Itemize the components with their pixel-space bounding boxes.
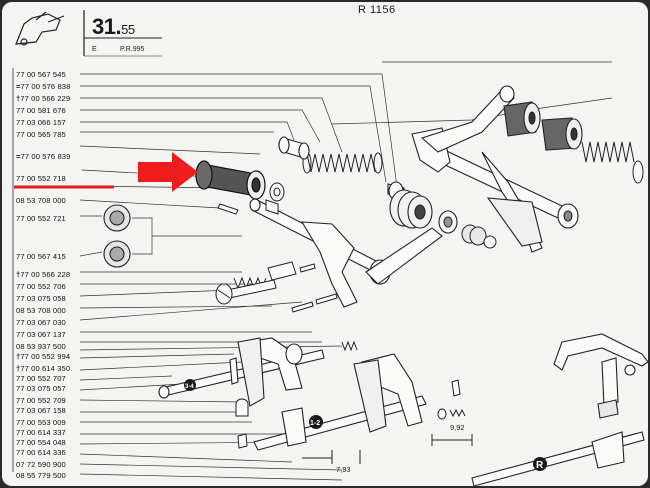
top-reference: R 1156	[358, 4, 396, 16]
gear-12-badge	[309, 415, 323, 429]
page-sub-left: E	[92, 46, 97, 53]
reverse-rod	[471, 431, 645, 486]
part-number-row: 77 00 553 009	[16, 418, 66, 427]
part-number-row: 08 53 937 500	[16, 342, 66, 351]
lever-arm-center	[365, 210, 458, 285]
part-number-row: 77 00 567 545	[16, 70, 66, 79]
gearbox-fork-icon	[15, 11, 65, 46]
castle-nuts-left	[103, 204, 131, 268]
part-number-row: †77 00 614 350	[16, 364, 71, 373]
bolt-mid-left	[215, 261, 297, 305]
highlighted-roller	[195, 160, 266, 200]
gear-labels	[184, 379, 547, 471]
fork-lower-right	[553, 333, 648, 419]
misc-small-lower	[235, 379, 473, 464]
page-number: 31.55	[92, 14, 135, 40]
leader-lines	[79, 61, 613, 481]
page-number-sub: 55	[121, 22, 135, 37]
part-number-row: 77 00 565 785	[16, 130, 66, 139]
part-number-row: 07 72 590 900	[16, 460, 66, 469]
part-number-row: 77 03 066 157	[16, 118, 66, 127]
selector-rod-lower-34	[158, 337, 325, 407]
spring-upper	[302, 152, 383, 174]
ribbed-roller	[389, 189, 433, 229]
part-number-row: 77 03 067 158	[16, 406, 66, 415]
gear-34-badge	[184, 379, 196, 391]
dimension-label-1: 9,92	[450, 423, 465, 432]
part-number-row: 77 03 075 058	[16, 294, 66, 303]
part-number-row: 08 53 708 000	[16, 306, 66, 315]
part-number-row-highlighted: 77 00 552 718	[16, 174, 66, 183]
part-number-row: 77 00 552 709	[16, 396, 66, 405]
part-number-row: =77 00 576 839	[16, 152, 71, 161]
part-number-row: 77 00 614 336	[16, 448, 66, 457]
part-number-row: 08 53 708 000	[16, 196, 66, 205]
pin-small	[217, 182, 285, 215]
part-number-row: 77 03 067 030	[16, 318, 66, 327]
rollers-top-right	[503, 101, 583, 151]
selector-rod-lower-12	[253, 353, 427, 451]
page-number-main: 31.	[92, 14, 122, 39]
reverse-label: R	[536, 460, 544, 471]
part-number-row: †77 00 552 994	[16, 352, 71, 361]
selector-rod-right	[411, 85, 579, 253]
part-number-row: 77 00 552 721	[16, 214, 66, 223]
reverse-badge	[533, 457, 547, 471]
part-number-row: 77 00 567 415	[16, 252, 66, 261]
red-arrow-icon	[138, 152, 198, 192]
part-number-row: †77 00 566 229	[16, 94, 71, 103]
part-number-row: 77 03 075 057	[16, 384, 66, 393]
page-header-box	[83, 10, 162, 57]
pins-mid	[291, 263, 358, 352]
part-number-row: 77 00 552 706	[16, 282, 66, 291]
part-number-row: 77 00 554 048	[16, 438, 66, 447]
gear-34-label: 3-4	[185, 384, 194, 390]
selector-rod-upper	[249, 198, 391, 308]
part-number-row: 77 00 614 337	[16, 428, 66, 437]
part-number-row: 77 00 581 676	[16, 106, 66, 115]
small-gears	[461, 224, 497, 249]
spring-right	[581, 141, 644, 184]
page-sub-right: P.R.995	[120, 46, 145, 53]
gear-12-label: 1-2	[310, 420, 320, 427]
dimension-label-2: 7,93	[336, 465, 351, 474]
bushing-top	[278, 136, 405, 201]
part-number-row: 77 00 552 707	[16, 374, 66, 383]
part-number-row: =77 00 576 838	[16, 82, 71, 91]
part-number-row: 08 55 779 500	[16, 471, 66, 480]
part-number-row: 77 03 067 137	[16, 330, 66, 339]
part-number-row: †77 00 566 228	[16, 270, 71, 279]
